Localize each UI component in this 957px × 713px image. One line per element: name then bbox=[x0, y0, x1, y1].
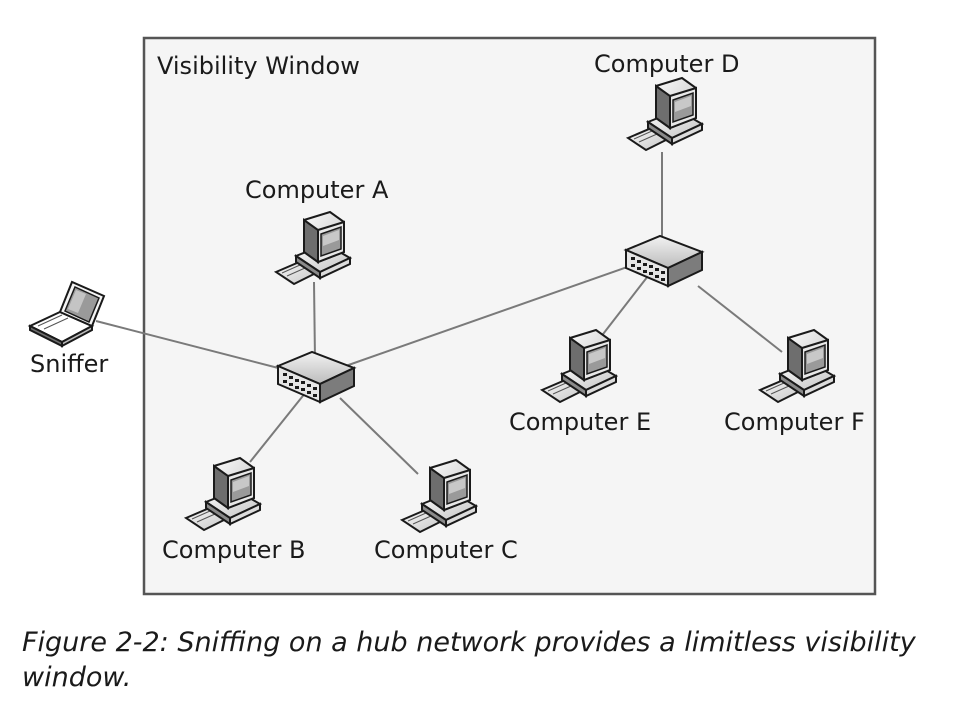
link-sniffer-hub1 bbox=[95, 320, 287, 371]
link-computer-e-hub2 bbox=[599, 275, 649, 339]
computer-f-label: Computer F bbox=[724, 408, 865, 436]
computer-d-label: Computer D bbox=[594, 50, 740, 78]
link-hub1-hub2 bbox=[339, 263, 637, 369]
link-computer-a-hub1 bbox=[313, 281, 316, 361]
computer-e-label: Computer E bbox=[509, 408, 652, 436]
link-computer-f-hub2 bbox=[697, 285, 783, 353]
sniffer-label: Sniffer bbox=[30, 350, 109, 378]
sniffer-laptop-icon bbox=[29, 281, 105, 347]
computer-c-label: Computer C bbox=[374, 536, 518, 564]
network-links bbox=[95, 152, 783, 475]
link-computer-c-hub1 bbox=[339, 397, 419, 475]
visibility-window-frame bbox=[142, 36, 877, 596]
link-computer-b-hub1 bbox=[249, 391, 307, 463]
computer-a-label: Computer A bbox=[245, 176, 389, 204]
figure-caption: Figure 2-2: Sniffing on a hub network pr… bbox=[22, 627, 916, 693]
computer-b-label: Computer B bbox=[162, 536, 306, 564]
visibility-window-label: Visibility Window bbox=[157, 52, 360, 80]
